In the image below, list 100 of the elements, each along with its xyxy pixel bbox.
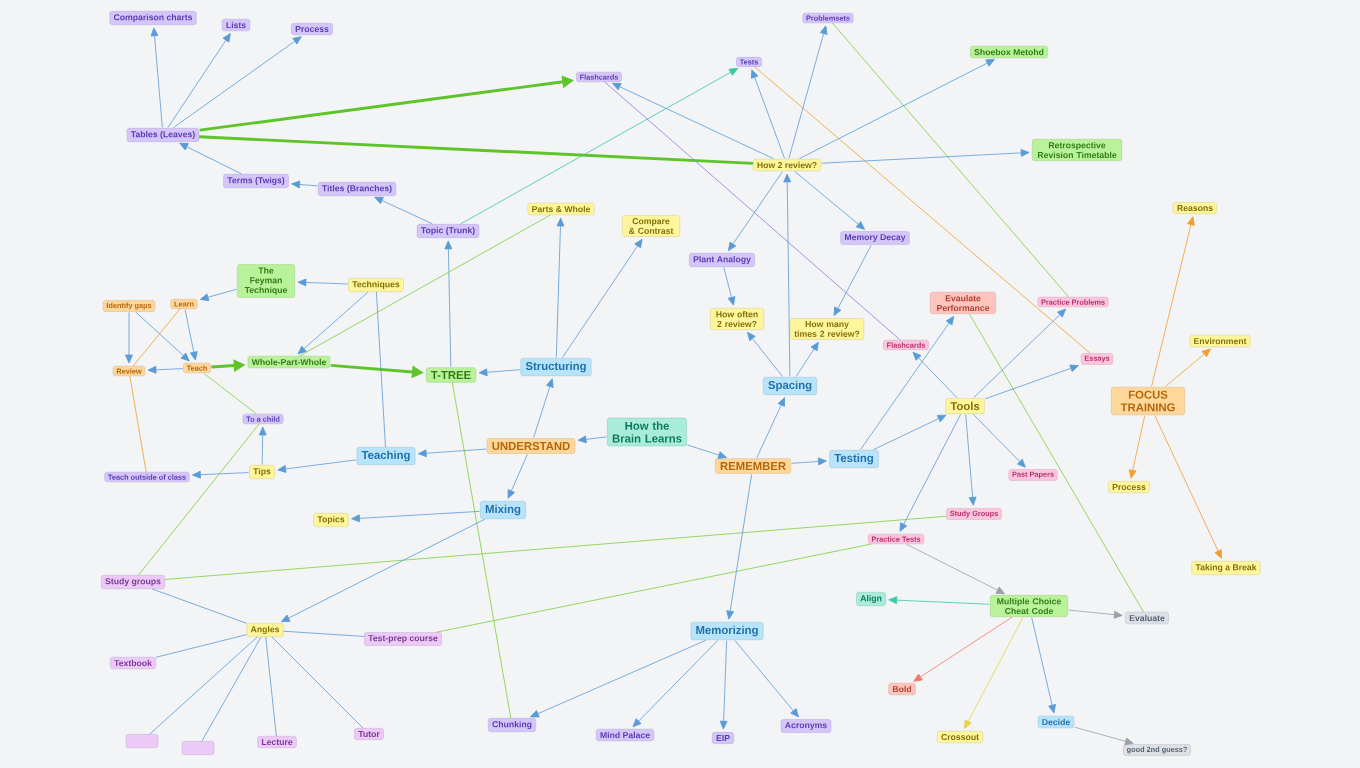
- arrow: [728, 171, 783, 251]
- connector-line: [201, 636, 262, 742]
- arrow: [1068, 609, 1123, 619]
- arrow: [507, 453, 528, 499]
- topic-box: How many times 2 review?: [790, 318, 864, 340]
- connector-line: [299, 214, 551, 357]
- arrow: [460, 67, 739, 225]
- arrow: [756, 397, 785, 459]
- topic-box: Taking a Break: [1191, 561, 1261, 575]
- topic-box: Process: [291, 23, 333, 35]
- topic-box: Angles: [246, 623, 284, 637]
- arrow: [783, 173, 792, 377]
- topic-box: Align: [856, 592, 886, 606]
- arrow: [172, 36, 302, 129]
- arrow: [530, 639, 707, 718]
- connector-line: [265, 636, 277, 737]
- arrow: [734, 640, 799, 718]
- arrow: [795, 341, 819, 377]
- topic-box: Structuring: [520, 358, 592, 376]
- topic-box: How 2 review?: [752, 158, 822, 172]
- topic-box: Shoebox Metohd: [970, 45, 1048, 59]
- topic-box: Topics: [313, 513, 349, 527]
- topic-box: Tutor: [354, 728, 384, 740]
- topic-box: Compare & Contrast: [622, 215, 680, 237]
- topic-box: Crossout: [937, 731, 983, 743]
- arrow: [555, 217, 565, 358]
- arrow: [1154, 415, 1222, 559]
- arrow: [750, 69, 785, 159]
- arrow: [632, 640, 719, 728]
- arrow: [965, 414, 977, 506]
- connector-line: [376, 291, 386, 448]
- topic-box: Bold: [888, 682, 916, 696]
- topic-box: Retrospective Revision Timetable: [1032, 139, 1122, 161]
- arrow: [899, 414, 962, 532]
- connector-line: [129, 375, 147, 473]
- arrow: [906, 543, 1006, 595]
- connector-line: [754, 66, 1091, 354]
- topic-box: Decide: [1037, 715, 1075, 729]
- topic-box: T-TREE: [426, 367, 476, 383]
- topic-box: How often 2 review?: [710, 308, 764, 330]
- arrow: [860, 316, 955, 450]
- topic-box: EIP: [712, 732, 734, 744]
- topic-box: REMEMBER: [715, 458, 791, 474]
- topic-box: Testing: [829, 450, 879, 468]
- arrow: [297, 291, 369, 355]
- topic-box: How the Brain Learns: [607, 417, 687, 447]
- topic-box: Textbook: [110, 656, 156, 670]
- topic-box: Comparison charts: [109, 11, 197, 25]
- topic-box: Techniques: [348, 278, 404, 292]
- arrow: [179, 142, 242, 175]
- connector-line: [199, 135, 754, 165]
- arrow: [192, 470, 249, 479]
- arrow: [374, 196, 433, 225]
- topic-box: Tables (Leaves): [126, 128, 200, 142]
- topic-box: Topic (Trunk): [416, 224, 480, 238]
- arrow: [913, 616, 1013, 682]
- arrow: [1151, 216, 1195, 387]
- connector-line: [132, 308, 181, 367]
- arrow: [723, 267, 736, 306]
- arrow: [973, 308, 1066, 399]
- connector-line: [138, 423, 260, 576]
- topic-box: Environment: [1189, 334, 1251, 348]
- connector-line: [164, 515, 947, 580]
- arrow: [533, 378, 554, 439]
- arrow: [1164, 348, 1211, 387]
- arrow: [747, 331, 783, 377]
- topic-box: Plant Analogy: [689, 253, 755, 267]
- topic-box: Acronyms: [780, 719, 832, 733]
- connector-line: [203, 372, 257, 415]
- topic-box: Spacing: [763, 377, 817, 395]
- topic-box: Test-prep course: [364, 632, 442, 646]
- arrow: [135, 311, 190, 362]
- topic-box: Evaulate Performance: [930, 292, 996, 314]
- arrow: [719, 640, 728, 730]
- arrow: [821, 149, 1030, 164]
- topic-box: Process: [1108, 481, 1150, 493]
- topic-box: Titles (Branches): [318, 182, 396, 196]
- arrow: [833, 244, 872, 316]
- arrow: [199, 288, 237, 302]
- arrow: [277, 459, 357, 473]
- arrow: [444, 240, 453, 368]
- arrow: [794, 171, 865, 230]
- arrow: [258, 426, 267, 465]
- topic-box: Teaching: [356, 447, 416, 465]
- arrow: [791, 457, 827, 466]
- connector-line: [604, 81, 901, 341]
- topic-box: Memory Decay: [840, 231, 910, 245]
- arrow: [147, 365, 183, 374]
- connector-line: [151, 588, 248, 624]
- arrow: [577, 435, 607, 444]
- topic-box: UNDERSTAND: [486, 438, 576, 454]
- topic-box: Whole-Part-Whole: [247, 355, 331, 369]
- topic-box: Reasons: [1173, 202, 1217, 214]
- connector-line: [283, 630, 365, 637]
- topic-box: The Feyman Technique: [237, 264, 295, 298]
- arrow: [912, 351, 958, 399]
- arrow: [726, 473, 753, 620]
- topic-box: Multiple Choice Cheat Code: [990, 595, 1068, 617]
- topic-box: Tools: [945, 398, 985, 414]
- arrow: [964, 617, 1024, 729]
